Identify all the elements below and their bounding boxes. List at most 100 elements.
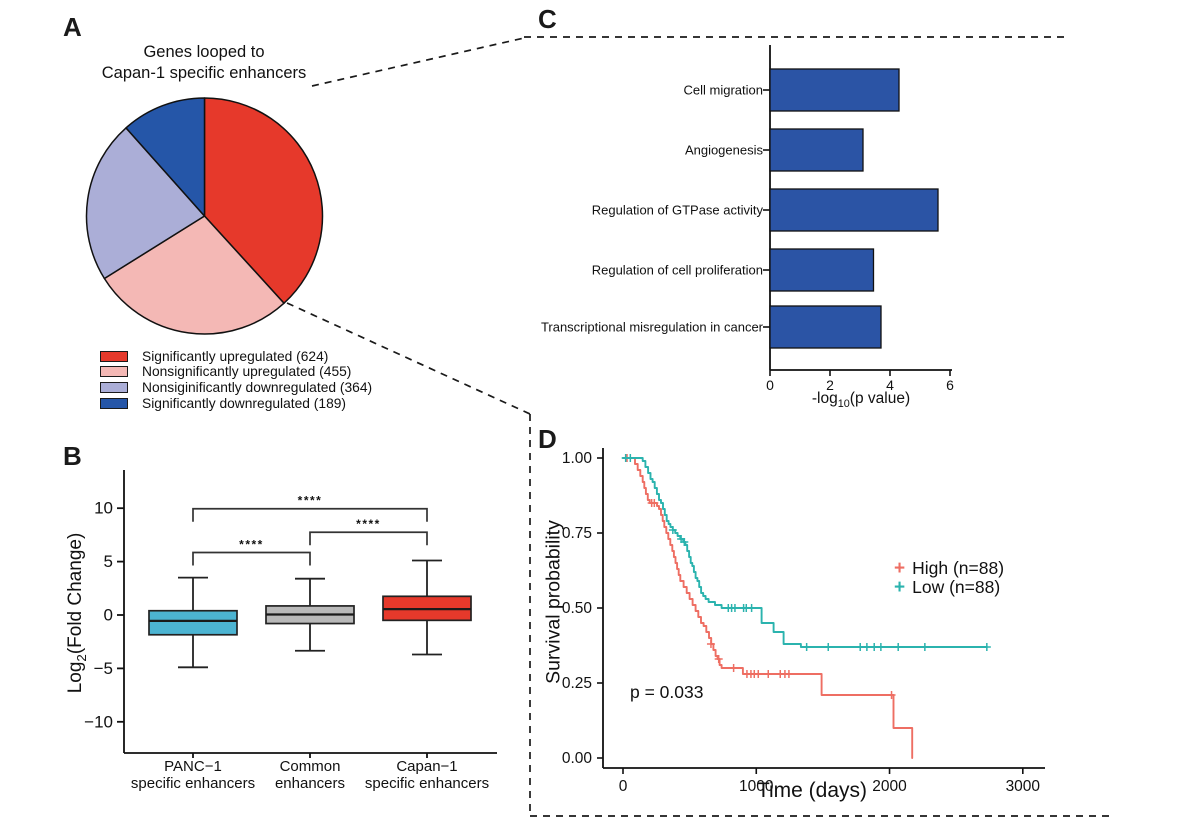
censor-mark — [680, 538, 689, 546]
b-y-tick-label: 5 — [104, 552, 113, 571]
sig-bracket-0 — [192, 551, 311, 566]
d-y-tick-label: 0.50 — [562, 600, 593, 617]
pie-chart — [85, 97, 324, 335]
c-xlabel-text2: (p value) — [849, 389, 911, 407]
b-y-tick-label: −10 — [84, 712, 113, 731]
pie-legend: Significantly upregulated (624)Nonsignif… — [100, 348, 373, 411]
censor-mark — [920, 643, 929, 651]
legend-item-2: Nonsiginificantly downregulated (364) — [100, 380, 373, 396]
censor-mark — [626, 454, 635, 462]
d-x-tick-label: 0 — [619, 778, 628, 795]
legend-swatch-icon — [100, 366, 128, 378]
c-x-tick-label: 2 — [826, 377, 834, 393]
connector-line-bottom-diagonal — [286, 302, 531, 415]
bar-2 — [769, 188, 939, 232]
c-x-tick-label: 0 — [766, 377, 774, 393]
censor-mark — [802, 643, 811, 651]
plus-marker-icon: + — [894, 557, 906, 579]
legend-label: Significantly upregulated (624) — [142, 348, 329, 364]
pie-title-line1: Genes looped to — [143, 43, 265, 61]
bar-1 — [769, 128, 864, 172]
legend-swatch-icon — [100, 350, 128, 362]
boxplot-chart: 10 5 0 −5 −10 **** **** **** — [84, 470, 497, 758]
censor-mark — [982, 643, 991, 651]
d-y-tick-label: 0.75 — [562, 525, 592, 542]
legend-label: Significantly downregulated (189) — [142, 395, 347, 411]
sig-stars: **** — [298, 494, 323, 508]
censor-mark — [747, 604, 756, 612]
d-x-tick-label: 2000 — [872, 778, 907, 795]
censor-mark — [876, 643, 885, 651]
censor-mark — [764, 670, 773, 678]
km-legend-label: High (n=88) — [912, 557, 1005, 578]
bar-4 — [769, 305, 882, 349]
p-value-text: p = 0.033 — [630, 682, 704, 702]
box-0 — [148, 576, 238, 669]
panel-a-label: A — [63, 12, 82, 42]
censor-mark — [862, 643, 871, 651]
censor-mark — [754, 670, 763, 678]
legend-label: Nonsiginificantly downregulated (364) — [142, 380, 373, 396]
bar-chart: 0 2 4 6 — [763, 45, 954, 393]
censor-mark — [730, 604, 739, 612]
c-x-axis-label: -log10(p value) — [812, 390, 910, 410]
panel-c-label: C — [538, 4, 557, 34]
c-category-label-3: Regulation of cell proliferation — [591, 262, 763, 278]
sig-stars: **** — [356, 517, 381, 531]
legend-swatch-icon — [100, 382, 128, 394]
c-category-label-4: Transcriptional misregulation in cancer — [540, 319, 763, 335]
legend-item-1: Nonsignificantly upregulated (455) — [100, 364, 372, 380]
censor-mark — [887, 691, 896, 699]
pie-slice-2 — [85, 127, 206, 280]
d-y-tick-label: 1.00 — [562, 450, 593, 467]
pie-title-line2: Capan-1 specific enhancers — [101, 64, 307, 83]
pie-slice-3 — [125, 97, 206, 217]
plus-marker-icon: + — [894, 576, 906, 598]
censor-mark — [824, 643, 833, 651]
box-rect — [148, 609, 238, 636]
box-2 — [382, 559, 472, 656]
c-category-label-0: Cell migration — [683, 82, 763, 98]
bar-3 — [769, 248, 875, 292]
pie-slice-1 — [103, 215, 285, 335]
censor-mark — [668, 526, 677, 534]
connector-line-top-diagonal — [311, 37, 525, 87]
sig-stars: **** — [239, 538, 264, 552]
km-legend-item-0: + High (n=88) — [894, 557, 1005, 579]
c-x-tick-label: 6 — [946, 377, 954, 393]
c-xlabel-sub: 10 — [837, 398, 850, 411]
c-category-label-2: Regulation of GTPase activity — [591, 202, 763, 218]
d-x-tick-label: 1000 — [739, 778, 774, 795]
pie-title: Genes looped to Capan-1 specific enhance… — [102, 42, 307, 85]
b-y-tick-label: 0 — [104, 606, 113, 625]
d-x-axis-label: Time (days) — [756, 779, 868, 802]
d-y-tick-label: 0.25 — [562, 675, 592, 692]
b-y-tick-label: −5 — [94, 659, 113, 678]
bar-0 — [769, 68, 900, 112]
censor-mark — [714, 655, 723, 663]
km-legend: + High (n=88) + Low (n=88) — [894, 557, 1005, 598]
box-1 — [265, 577, 355, 652]
d-y-tick-label: 0.00 — [562, 750, 593, 767]
censor-mark — [650, 499, 659, 507]
sig-bracket-1 — [309, 531, 428, 546]
b-y-tick-label: 10 — [94, 499, 113, 518]
km-legend-label: Low (n=88) — [912, 576, 1001, 597]
pie-slice-0 — [203, 97, 324, 304]
censor-mark — [729, 664, 738, 672]
km-curve-low — [622, 457, 988, 648]
km-legend-item-1: + Low (n=88) — [894, 576, 1004, 598]
km-curve-high — [622, 457, 914, 759]
legend-item-3: Significantly downregulated (189) — [100, 395, 372, 411]
legend-item-0: Significantly upregulated (624) — [100, 348, 372, 364]
censor-mark — [706, 640, 715, 648]
legend-label: Nonsignificantly upregulated (455) — [142, 364, 352, 380]
panel-b-label: B — [63, 441, 82, 471]
c-x-tick-label: 4 — [886, 377, 894, 393]
c-category-label-1: Angiogenesis — [684, 142, 763, 158]
